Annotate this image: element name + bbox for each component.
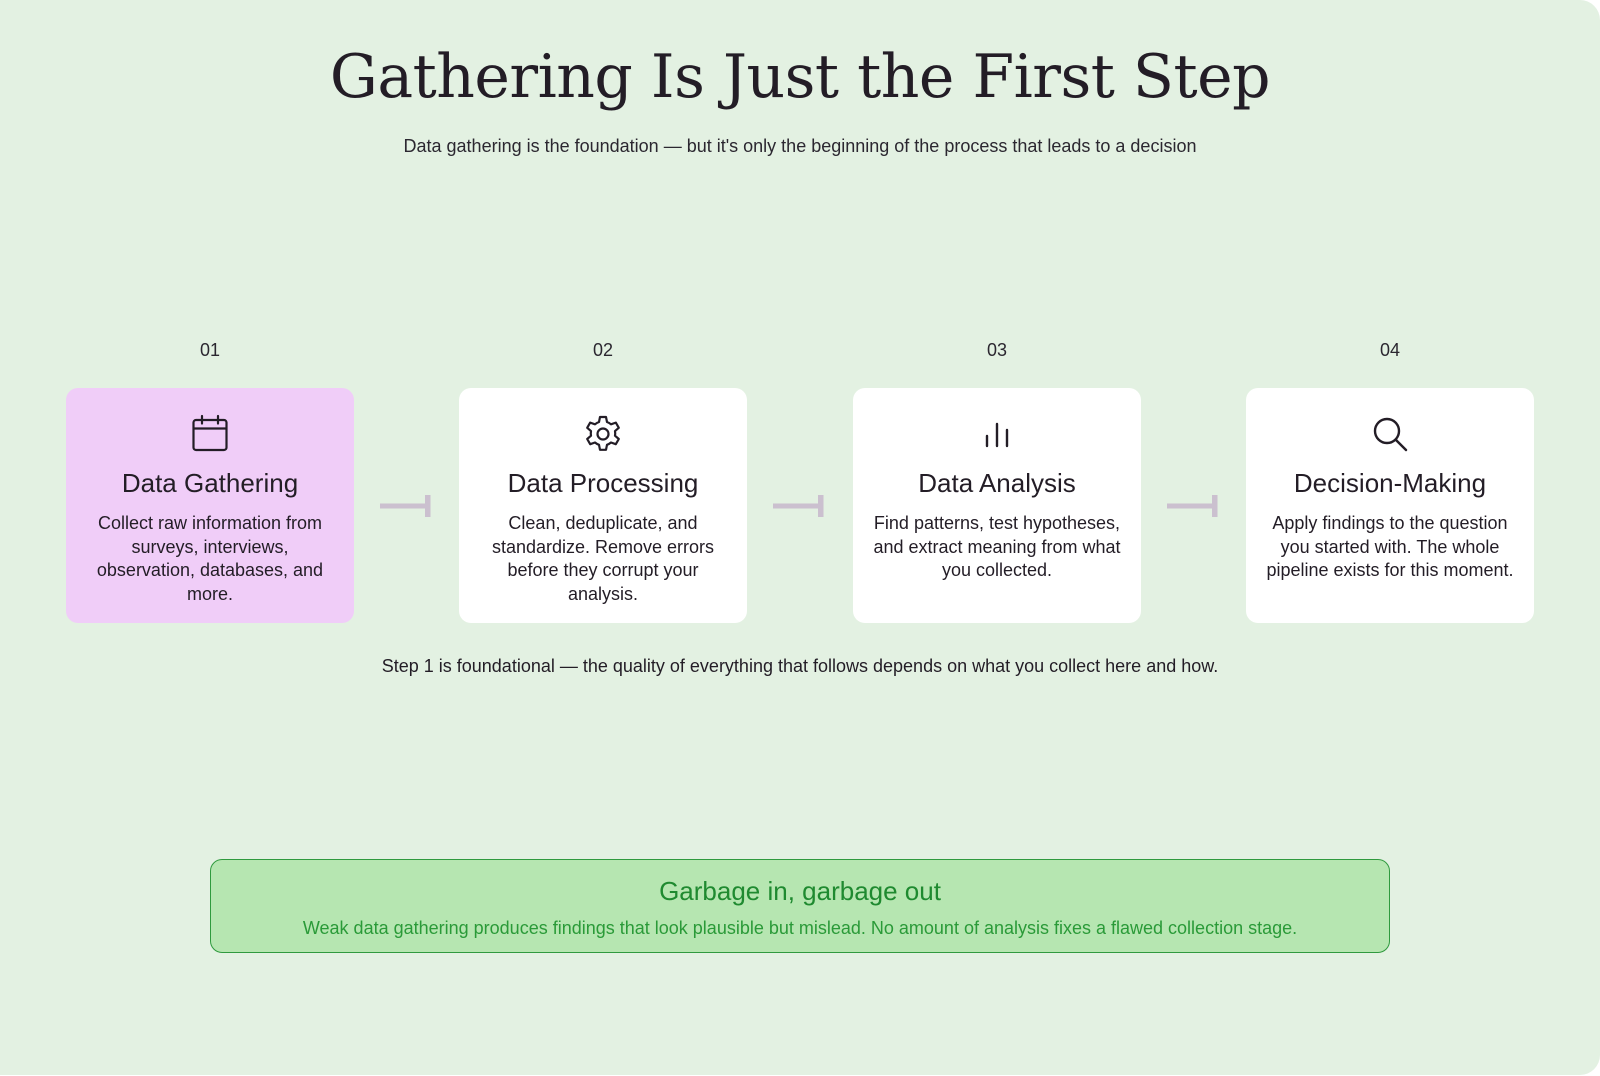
step-title: Decision-Making (1293, 468, 1487, 498)
calendar-icon (192, 414, 228, 452)
page-title: Gathering Is Just the First Step (329, 42, 1271, 112)
page-subtitle: Data gathering is the foundation — but i… (403, 136, 1197, 156)
step-description: Apply findings to the question you start… (1266, 513, 1514, 580)
step-title: Data Processing (507, 468, 699, 498)
step-card-data-analysis: Data Analysis Find patterns, test hypoth… (853, 388, 1141, 623)
step-description: Clean, deduplicate, and standardize. Rem… (491, 513, 715, 604)
step-card-data-processing: Data Processing Clean, deduplicate, and … (459, 388, 747, 623)
step-number-3: 03 (986, 340, 1008, 360)
arrow-connector-2 (773, 495, 824, 517)
step-title: Data Analysis (918, 468, 1076, 498)
step-description: Collect raw information from surveys, in… (96, 513, 324, 604)
search-icon (1373, 417, 1408, 452)
callout-title: Garbage in, garbage out (659, 876, 941, 906)
arrow-connector-3 (1167, 495, 1218, 517)
step-number-4: 04 (1379, 340, 1401, 360)
step-title: Data Gathering (121, 468, 299, 498)
step-card-data-gathering: Data Gathering Collect raw information f… (66, 388, 354, 623)
garbage-in-callout: Garbage in, garbage out Weak data gather… (210, 859, 1390, 953)
bar-chart-icon (985, 422, 1009, 448)
step-card-decision-making: Decision-Making Apply findings to the qu… (1246, 388, 1534, 623)
step-description: Find patterns, test hypotheses, and extr… (873, 513, 1121, 580)
gear-icon (586, 415, 620, 451)
foundation-note: Step 1 is foundational — the quality of … (381, 656, 1219, 676)
callout-text: Weak data gathering produces findings th… (302, 918, 1298, 938)
step-number-1: 01 (199, 340, 221, 360)
arrow-connector-1 (380, 495, 431, 517)
step-number-2: 02 (592, 340, 614, 360)
